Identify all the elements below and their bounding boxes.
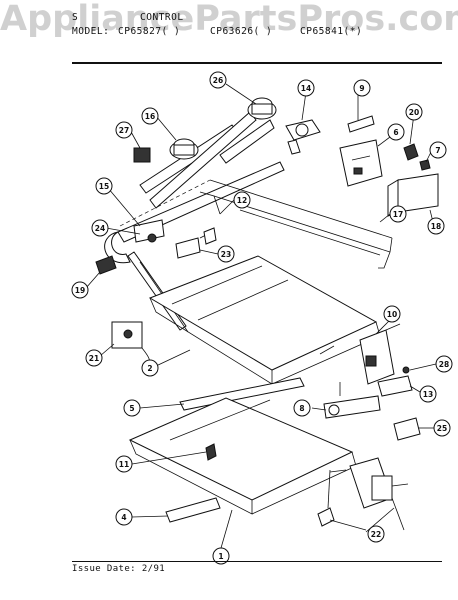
callout-17: 17 [389, 205, 407, 223]
callout-13: 13 [419, 385, 437, 403]
callout-11: 11 [115, 455, 133, 473]
header-section-prefix: S [72, 12, 79, 23]
svg-text:1: 1 [218, 552, 223, 561]
header-rule [72, 62, 442, 64]
callout-1: 1 [212, 547, 230, 565]
callout-14: 14 [297, 79, 315, 97]
part-13-bracket [377, 375, 413, 397]
part-11-clip [205, 443, 217, 461]
leader-lines [85, 83, 437, 549]
burner-assemblies [139, 97, 277, 209]
callout-18: 18 [427, 217, 445, 235]
callout-9: 9 [353, 79, 371, 97]
callout-20: 20 [405, 103, 423, 121]
callout-24: 24 [91, 219, 109, 237]
callout-21: 21 [85, 349, 103, 367]
svg-text:17: 17 [393, 210, 403, 219]
svg-text:4: 4 [121, 513, 126, 522]
part-24-valve [133, 219, 165, 243]
svg-text:13: 13 [423, 390, 433, 399]
callout-2: 2 [141, 359, 159, 377]
svg-text:21: 21 [89, 354, 99, 363]
svg-text:27: 27 [119, 126, 129, 135]
callout-12: 12 [233, 191, 251, 209]
callout-15: 15 [95, 177, 113, 195]
oven-bottom [128, 397, 357, 515]
part-14-fitting [285, 119, 321, 155]
header-model-label: MODEL: [72, 26, 110, 37]
part-19-clip [95, 255, 117, 275]
svg-text:26: 26 [213, 76, 223, 85]
svg-text:25: 25 [437, 424, 447, 433]
svg-text:10: 10 [387, 310, 397, 319]
header-model-c: CP65841(*) [300, 26, 363, 37]
part-8-valve [323, 382, 381, 419]
part-25-cover [393, 417, 421, 441]
part-28-screw [402, 366, 410, 374]
svg-text:5: 5 [129, 404, 134, 413]
callout-26: 26 [209, 71, 227, 89]
diagram-header: S CONTROL MODEL: CP65827( ) CP63626( ) C… [72, 10, 442, 60]
part-9-bracket [347, 104, 375, 133]
svg-text:7: 7 [435, 146, 440, 155]
svg-text:24: 24 [95, 224, 105, 233]
part-4-bracket [165, 497, 221, 523]
issue-date: Issue Date: 2/91 [72, 564, 166, 574]
svg-text:20: 20 [409, 108, 419, 117]
callout-8: 8 [293, 399, 311, 417]
callout-22: 22 [367, 525, 385, 543]
callout-6: 6 [387, 123, 405, 141]
svg-text:19: 19 [75, 286, 85, 295]
callout-28: 28 [435, 355, 453, 373]
callout-5: 5 [123, 399, 141, 417]
header-model-a: CP65827( ) [118, 26, 181, 37]
footer-rule [72, 561, 442, 562]
svg-text:28: 28 [439, 360, 449, 369]
svg-text:14: 14 [301, 84, 311, 93]
part-6-switch [339, 139, 383, 187]
part-23-fitting [175, 227, 217, 259]
svg-text:16: 16 [145, 112, 155, 121]
svg-text:9: 9 [359, 84, 364, 93]
callout-19: 19 [71, 281, 89, 299]
callout-16: 16 [141, 107, 159, 125]
burner-tube [179, 377, 305, 411]
watermark: AppliancePartsPros.com [0, 0, 458, 39]
svg-text:23: 23 [221, 250, 231, 259]
svg-text:22: 22 [371, 530, 381, 539]
svg-text:6: 6 [393, 128, 398, 137]
callout-10: 10 [383, 305, 401, 323]
callout-4: 4 [115, 508, 133, 526]
svg-text:18: 18 [431, 222, 441, 231]
part-10-spark-module [359, 323, 401, 385]
callout-23: 23 [217, 245, 235, 263]
part-27-block [133, 147, 151, 163]
gas-valve-assembly [317, 457, 409, 531]
svg-text:8: 8 [299, 404, 304, 413]
svg-text:2: 2 [147, 364, 152, 373]
part-21-igniter-module [111, 321, 150, 367]
svg-text:15: 15 [99, 182, 109, 191]
callout-7: 7 [429, 141, 447, 159]
callout-25: 25 [433, 419, 451, 437]
header-section-title: CONTROL [140, 12, 184, 23]
part-7-clip [419, 159, 431, 171]
svg-text:11: 11 [119, 460, 129, 469]
part-20-spring [403, 143, 419, 161]
burner-pan [148, 255, 381, 385]
callout-27: 27 [115, 121, 133, 139]
svg-text:12: 12 [237, 196, 247, 205]
header-model-b: CP63626( ) [210, 26, 273, 37]
